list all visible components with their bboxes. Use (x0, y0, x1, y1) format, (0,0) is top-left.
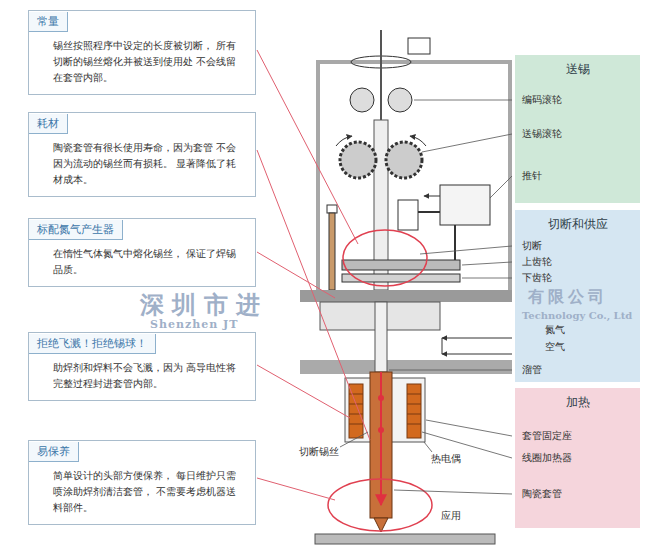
part-label: 推针 (522, 170, 542, 182)
callout-body: 锡丝按照程序中设定的长度被切断， 所有切断的锡丝熔化并被送到使用处 不会线留在套… (39, 38, 245, 86)
pusher-block (398, 200, 418, 230)
pusher-rod (454, 225, 456, 262)
callout-heading: 标配氮气产生器 (29, 220, 123, 240)
callout-heading: 切断和供应 (515, 210, 640, 233)
solder-drop (378, 395, 384, 401)
watermark: 深圳市进 (140, 292, 268, 318)
nozzle-tip (374, 518, 388, 532)
mount-plate (300, 360, 512, 374)
feed-roller (386, 142, 422, 178)
part-label: 应用 (440, 510, 462, 522)
callout-heading: 送锡 (515, 55, 640, 78)
callout-heading: 易保养 (29, 442, 79, 462)
part-label: 套管固定座 (522, 430, 572, 442)
flow-arrow (380, 372, 382, 505)
part-label: 溜管 (522, 364, 542, 376)
feature-callout: 拒绝飞溅！拒绝锡球！ 助焊剂和焊料不会飞溅，因为 高导电性将完整过程封进套管内部。 (28, 332, 256, 401)
pipe-joint (442, 338, 443, 354)
callout-heading: 拒绝飞溅！拒绝锡球！ (29, 334, 156, 354)
part-label: 切断锡丝 (298, 446, 340, 458)
upper-gear (342, 260, 460, 270)
part-label: 上齿轮 (522, 256, 552, 268)
highlight-circle (328, 479, 432, 531)
rotation-arrow (336, 136, 352, 146)
part-label: 编码滚轮 (522, 94, 562, 106)
air-pipe (442, 354, 512, 355)
part-leaders (340, 100, 512, 494)
callout-heading: 耗材 (29, 114, 68, 134)
part-label: 空气 (545, 341, 565, 353)
watermark: Shenzhen JT (150, 318, 238, 331)
part-label: 送锡滚轮 (522, 128, 562, 140)
part-label: 陶瓷套管 (522, 488, 562, 500)
callout-leaders (257, 50, 370, 500)
callout-heading: 加热 (515, 388, 640, 411)
encoder-roller (388, 88, 412, 112)
part-label: 下齿轮 (522, 272, 552, 284)
motion-arrow (424, 196, 440, 197)
feature-callout: 常量锡丝按照程序中设定的长度被切断， 所有切断的锡丝熔化并被送到使用处 不会线留… (28, 10, 256, 95)
callout-body: 陶瓷套管有很长使用寿命，因为套管 不会因为流动的锡丝而有损耗。 显著降低了耗材成… (39, 140, 245, 188)
housing-frame (318, 62, 510, 290)
callout-body: 助焊剂和焊料不会飞溅，因为 高导电性将完整过程封进套管内部。 (39, 360, 245, 392)
work-base (315, 534, 495, 544)
encoder-roller (350, 88, 374, 112)
rotation-arrow (410, 136, 426, 146)
pusher-cylinder (440, 185, 490, 225)
coil-heater (407, 384, 421, 438)
pusher-rod (418, 211, 440, 213)
watermark: Technology Co., Ltd (522, 310, 632, 322)
callout-heading: 常量 (29, 12, 68, 32)
feature-callout: 易保养简单设计的头部方便保养， 每日维护只需喷涂助焊剂清洁套管， 不需要考虑机器… (28, 440, 256, 525)
feed-roller (340, 142, 376, 178)
watermark: 有限公司 (528, 288, 608, 306)
part-label: 氮气 (545, 324, 565, 336)
callout-body: 简单设计的头部方便保养， 每日维护只需喷涂助焊剂清洁套管， 不需要考虑机器送料部… (39, 468, 245, 516)
slide-tube (375, 302, 387, 372)
part-label: 热电偶 (430, 453, 462, 465)
solder-drop (378, 427, 384, 433)
screw-rod (329, 213, 335, 290)
part-label: 线圈加热器 (522, 452, 572, 464)
part-label: 切断 (522, 240, 542, 252)
nitrogen-pipe (442, 338, 512, 339)
rod-cap (327, 205, 337, 213)
ceramic-sleeve (370, 372, 392, 518)
feature-callout: 耗材陶瓷套管有很长使用寿命，因为套管 不会因为流动的锡丝而有损耗。 显著降低了耗… (28, 112, 256, 197)
callout-body: 在惰性气体氮气中熔化锡丝， 保证了焊锡品质。 (39, 246, 245, 278)
motor (408, 38, 430, 54)
feature-callout: 标配氮气产生器在惰性气体氮气中熔化锡丝， 保证了焊锡品质。 (28, 218, 256, 287)
